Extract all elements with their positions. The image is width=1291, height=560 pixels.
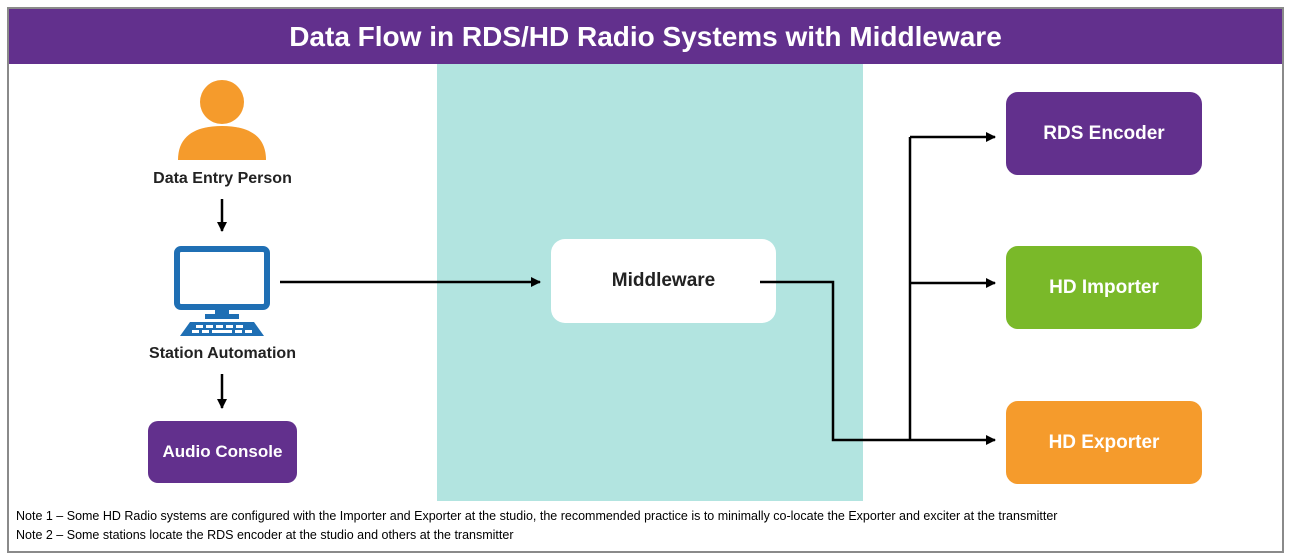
line-middleware-to-bus (760, 280, 910, 442)
middleware-label: Middleware (611, 270, 716, 291)
hd-exporter-label: HD Exporter (1048, 431, 1160, 453)
hd-importer-box: HD Importer (1006, 246, 1202, 329)
person-icon (178, 80, 266, 160)
computer-icon (174, 246, 270, 336)
audio-console-label: Audio Console (162, 442, 283, 461)
hd-exporter-box: HD Exporter (1006, 401, 1202, 484)
middleware-box: Middleware (551, 239, 776, 323)
rds-encoder-box: RDS Encoder (1006, 92, 1202, 175)
station-automation-label: Station Automation (149, 345, 296, 362)
data-entry-person-label: Data Entry Person (153, 170, 292, 187)
note-2: Note 2 – Some stations locate the RDS en… (16, 528, 514, 542)
hd-importer-label: HD Importer (1049, 276, 1159, 298)
diagram-title: Data Flow in RDS/HD Radio Systems with M… (9, 9, 1282, 64)
rds-encoder-label: RDS Encoder (1043, 122, 1165, 144)
notes: Note 1 – Some HD Radio systems are confi… (16, 507, 1057, 545)
note-1: Note 1 – Some HD Radio systems are confi… (16, 509, 1058, 523)
audio-console-box: Audio Console (148, 421, 297, 483)
